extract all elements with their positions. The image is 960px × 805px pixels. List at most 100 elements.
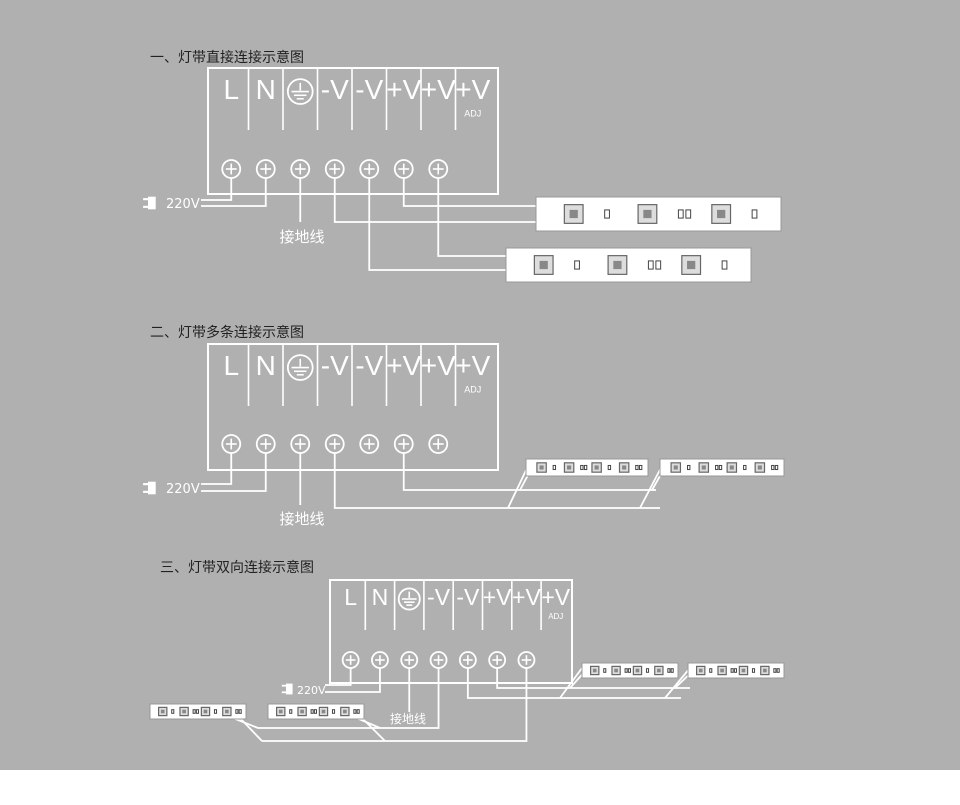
- terminal-label-7: +V: [541, 584, 570, 610]
- resistor: [213, 709, 218, 714]
- led-chip-core: [757, 465, 762, 470]
- screw-terminal-icon: [359, 434, 380, 454]
- resistor: [721, 260, 728, 270]
- screw-terminal-icon: [393, 159, 414, 179]
- led-chip-core: [741, 668, 746, 673]
- resistor: [647, 260, 654, 270]
- terminal-label-1: N: [256, 74, 276, 105]
- led-chip-core: [300, 709, 304, 714]
- screw-terminal-icon: [221, 434, 242, 454]
- led-chip-core: [569, 209, 578, 219]
- strip-plus-mark: +: [541, 200, 549, 211]
- wire-left-negative: [258, 668, 440, 729]
- terminal-label-0: L: [344, 584, 357, 610]
- led-strip-icon: [581, 662, 679, 679]
- resistor: [353, 709, 357, 714]
- screw-terminal-icon: [371, 651, 389, 669]
- led-strip-icon: +-: [535, 196, 782, 232]
- resistor: [171, 709, 175, 714]
- led-strip-icon: +-: [505, 247, 752, 283]
- wire-pos-strip-2: [437, 178, 508, 257]
- resistor: [238, 709, 242, 714]
- led-strip-icon: [687, 662, 785, 679]
- resistor: [677, 209, 684, 219]
- resistor: [627, 668, 631, 673]
- resistor: [580, 464, 584, 471]
- wire-neutral: [325, 668, 381, 693]
- terminal-label-7: +V: [455, 350, 490, 381]
- terminal-label-3: -V: [321, 74, 349, 105]
- led-strip-icon: [149, 703, 247, 720]
- resistor: [603, 668, 607, 673]
- resistor: [310, 709, 314, 714]
- resistor: [743, 464, 747, 471]
- terminal-label-0: L: [223, 350, 239, 381]
- screw-terminal-icon: [290, 434, 311, 454]
- screw-terminal-icon: [428, 434, 449, 454]
- resistor: [574, 260, 580, 270]
- resistor: [583, 464, 588, 471]
- wire-right-branch-c: [664, 667, 691, 699]
- led-chip-core: [687, 260, 696, 270]
- resistor: [607, 464, 612, 471]
- wire-left-branch-d: [359, 715, 386, 742]
- screw-terminal-icon: [255, 434, 276, 454]
- resistor: [776, 668, 780, 673]
- terminal-label-3: -V: [321, 350, 349, 381]
- terminal-label-1: N: [256, 350, 276, 381]
- terminal-label-4: -V: [355, 74, 383, 105]
- resistor: [655, 260, 662, 270]
- terminal-label-5: +V: [483, 584, 512, 610]
- wire-live: [201, 178, 233, 201]
- screw-terminal-icon: [359, 159, 380, 179]
- screw-terminal-icon: [429, 651, 448, 669]
- resistor: [313, 709, 317, 714]
- panel-lower: [0, 537, 960, 770]
- resistor: [687, 464, 691, 471]
- resistor: [774, 464, 779, 471]
- resistor: [331, 709, 336, 714]
- terminal-label-4: -V: [456, 584, 480, 610]
- led-chip-core: [613, 260, 622, 270]
- strip-minus-mark: -: [513, 270, 516, 281]
- psu-outline: [329, 579, 573, 684]
- input-voltage-label: 220V: [297, 684, 326, 697]
- resistor: [718, 464, 723, 471]
- resistor: [645, 668, 650, 673]
- psu-outline: [207, 343, 499, 471]
- resistor: [733, 668, 737, 673]
- led-chip-core: [698, 668, 703, 673]
- led-chip-core: [592, 668, 597, 673]
- led-strip-icon: [267, 703, 365, 720]
- resistor: [751, 668, 756, 673]
- section-1-title: 一、灯带直接连接示意图: [150, 50, 304, 66]
- led-chip-core: [539, 465, 544, 470]
- screw-terminal-icon: [517, 651, 536, 669]
- wire-right-negative: [466, 668, 681, 699]
- terminal-label-1: N: [372, 584, 389, 610]
- terminal-label-6: +V: [421, 350, 456, 381]
- resistor: [771, 464, 775, 471]
- wire-positive: [402, 453, 656, 491]
- resistor: [604, 209, 610, 219]
- resistor: [624, 668, 628, 673]
- led-chip-core: [225, 709, 229, 714]
- wire-neutral: [201, 178, 267, 207]
- screw-terminal-icon: [324, 434, 345, 454]
- terminal-label-6: +V: [421, 74, 456, 105]
- screw-terminal-icon: [221, 159, 242, 179]
- wire-left-positive: [262, 668, 528, 742]
- panel-upper: [0, 0, 960, 537]
- section-2-title: 二、灯带多条连接示意图: [150, 325, 304, 341]
- screw-terminal-icon: [255, 159, 276, 179]
- resistor: [638, 464, 643, 471]
- screw-terminal-icon: [324, 159, 345, 179]
- input-voltage-label: 220V: [166, 482, 200, 497]
- led-chip-core: [182, 709, 186, 714]
- ground-symbol-icon: [286, 78, 314, 105]
- led-chip-core: [622, 465, 627, 470]
- adj-label: ADJ: [464, 108, 481, 118]
